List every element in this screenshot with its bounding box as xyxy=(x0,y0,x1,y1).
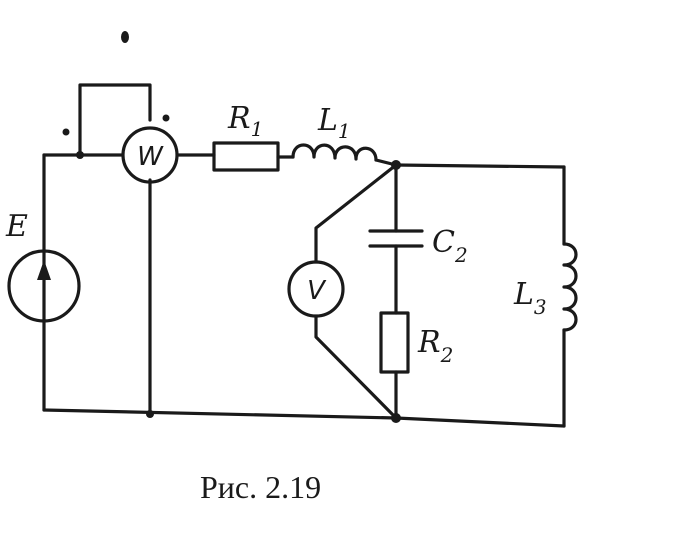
node-top-right xyxy=(391,160,401,170)
capacitor-c2: C2 xyxy=(368,225,468,267)
r2-label: R2 xyxy=(417,325,453,367)
node-bottom-right xyxy=(391,413,401,423)
polarity-dot-top xyxy=(121,31,129,43)
voltage-source-e: E xyxy=(5,209,81,323)
resistor-r2: R2 xyxy=(379,311,453,374)
wattmeter-label: W xyxy=(137,142,164,172)
node-top-left xyxy=(76,151,84,159)
l1-label: L1 xyxy=(317,103,351,143)
wires xyxy=(42,83,566,428)
l3-label: L3 xyxy=(513,277,547,319)
inductor-l3: L3 xyxy=(513,242,578,332)
source-label: E xyxy=(5,209,28,244)
r1-label: R1 xyxy=(227,101,263,141)
wattmeter: W xyxy=(121,126,179,184)
junction-nodes xyxy=(62,31,401,423)
resistor-r1: R1 xyxy=(212,101,280,172)
arrow-up-icon xyxy=(37,260,51,280)
voltmeter-label: V xyxy=(307,276,327,306)
c2-label: C2 xyxy=(432,225,468,267)
voltmeter: V xyxy=(287,260,345,318)
polarity-dot-right xyxy=(162,114,170,122)
polarity-dot-left xyxy=(62,128,70,136)
inductor-l1: L1 xyxy=(291,103,378,162)
figure-caption: Рис. 2.19 xyxy=(200,469,321,505)
node-bottom-middle xyxy=(146,410,154,418)
